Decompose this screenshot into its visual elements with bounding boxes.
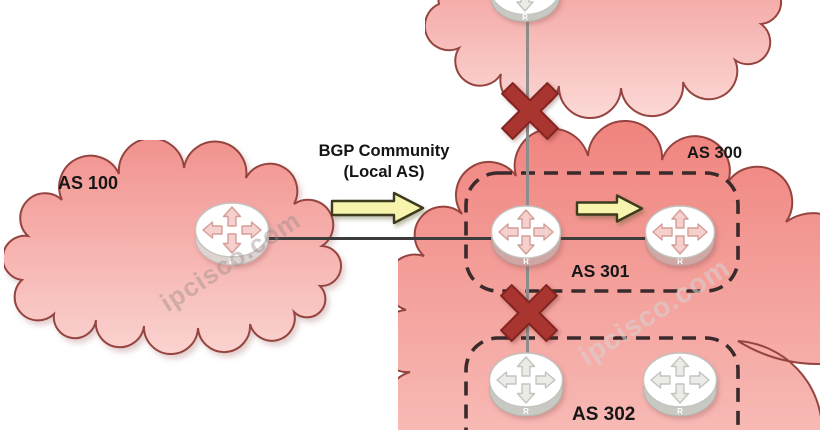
annotation-bgp-community: BGP Community (Local AS)	[298, 141, 470, 183]
router-as100: R	[194, 202, 270, 266]
router-as302-right: R	[642, 352, 718, 417]
label-as100: AS 100	[58, 173, 119, 193]
link-vertical-line	[526, 16, 529, 356]
router-letter: R	[229, 257, 235, 266]
blocked-x-icon-bottom	[500, 284, 558, 342]
label-as301: AS 301	[571, 261, 630, 281]
annotation-line1: BGP Community	[318, 142, 450, 160]
router-icon: R	[488, 352, 564, 417]
router-icon: R	[490, 0, 560, 22]
router-letter: R	[677, 407, 683, 416]
router-letter: R	[677, 257, 683, 266]
router-as301-right: R	[644, 204, 716, 267]
router-icon: R	[194, 202, 270, 266]
blocked-x-icon-top	[501, 82, 559, 140]
router-as302-left: R	[488, 352, 564, 417]
flow-arrow-icon-main	[330, 191, 425, 225]
annotation-line2: (Local AS)	[343, 163, 425, 181]
label-as302: AS 302	[572, 404, 636, 425]
router-upstream: R	[489, 0, 561, 24]
router-letter: R	[523, 407, 529, 416]
router-icon: R	[490, 205, 562, 267]
label-as300: AS 300	[687, 144, 743, 162]
flow-arrow-icon-as301	[575, 194, 644, 223]
cloud-as100	[4, 140, 343, 355]
asbox-as301	[464, 171, 740, 293]
router-letter: R	[523, 257, 529, 266]
cloud-as300	[398, 119, 820, 430]
router-as301-left: R	[490, 204, 562, 267]
link-horizontal-line	[250, 237, 678, 240]
router-letter: R	[522, 13, 528, 22]
router-icon: R	[644, 205, 716, 267]
cloud-upstream	[425, 0, 783, 119]
router-icon: R	[642, 352, 718, 417]
asbox-as302	[464, 336, 740, 430]
